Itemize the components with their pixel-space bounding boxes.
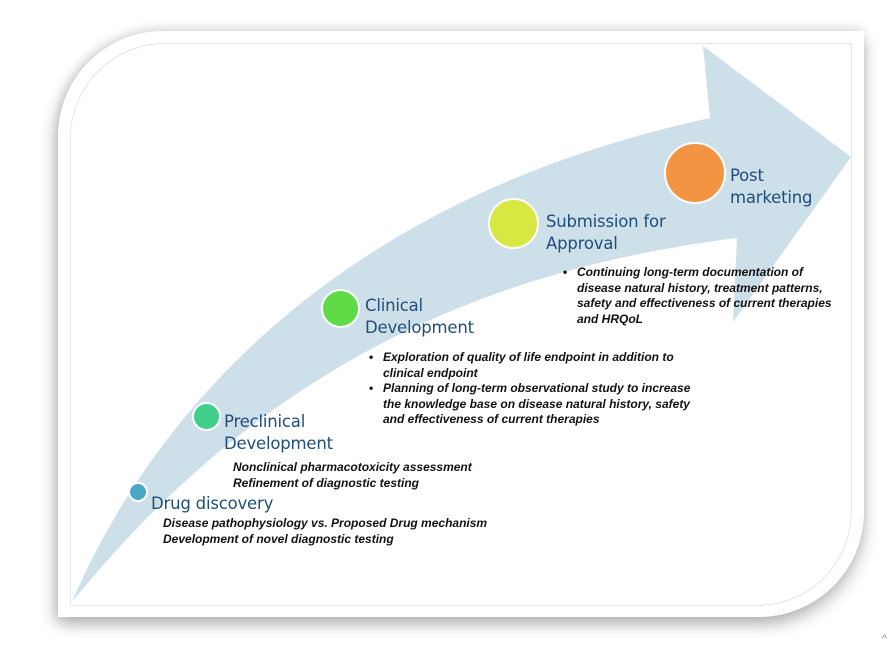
stage-description-drug-discovery: Disease pathophysiology vs. Proposed Dru… [163, 516, 563, 547]
caret-icon: ^ [881, 633, 887, 645]
stage-title-drug-discovery: Drug discovery [151, 493, 273, 515]
stage-title-submission-for-approval: Submission for Approval [546, 211, 666, 255]
stage-title-post-marketing: Post marketing [730, 165, 812, 209]
stage-dot-preclinical-development [192, 402, 221, 431]
description-line: Development of novel diagnostic testing [163, 531, 394, 546]
description-bullet: Continuing long-term documentation of di… [563, 265, 833, 327]
stage-title-clinical-development: Clinical Development [365, 295, 474, 339]
stage-title-line: marketing [730, 188, 813, 207]
stage-dot-drug-discovery [128, 482, 148, 502]
description-line: Refinement of diagnostic testing [233, 475, 420, 490]
description-bullet: Exploration of quality of life endpoint … [369, 350, 699, 381]
stage-title-line: Development [224, 434, 333, 453]
stage-dot-clinical-development [321, 289, 360, 328]
stage-title-line: Approval [546, 234, 618, 253]
stage-title-text: Drug discovery [151, 494, 274, 513]
description-line: Disease pathophysiology vs. Proposed Dru… [163, 516, 488, 530]
description-bullet: Planning of long-term observational stud… [369, 381, 699, 428]
stage-title-preclinical-development: Preclinical Development [224, 411, 333, 455]
stage-title-line: Preclinical [224, 412, 306, 431]
stage-dot-submission-for-approval [488, 198, 539, 249]
stage-description-submission-for-approval: Continuing long-term documentation of di… [563, 265, 833, 327]
stage-title-line: Post [730, 166, 764, 185]
description-line: Nonclinical pharmacotoxicity assessment [233, 460, 472, 474]
stage-title-line: Submission for [546, 212, 666, 231]
stage-description-preclinical-development: Nonclinical pharmacotoxicity assessment … [233, 460, 533, 491]
stage-title-line: Development [365, 318, 474, 337]
stage-dot-post-marketing [664, 142, 726, 204]
stage-title-line: Clinical [365, 296, 423, 315]
stage-description-clinical-development: Exploration of quality of life endpoint … [369, 350, 699, 428]
curved-arrow-shape [72, 46, 851, 602]
